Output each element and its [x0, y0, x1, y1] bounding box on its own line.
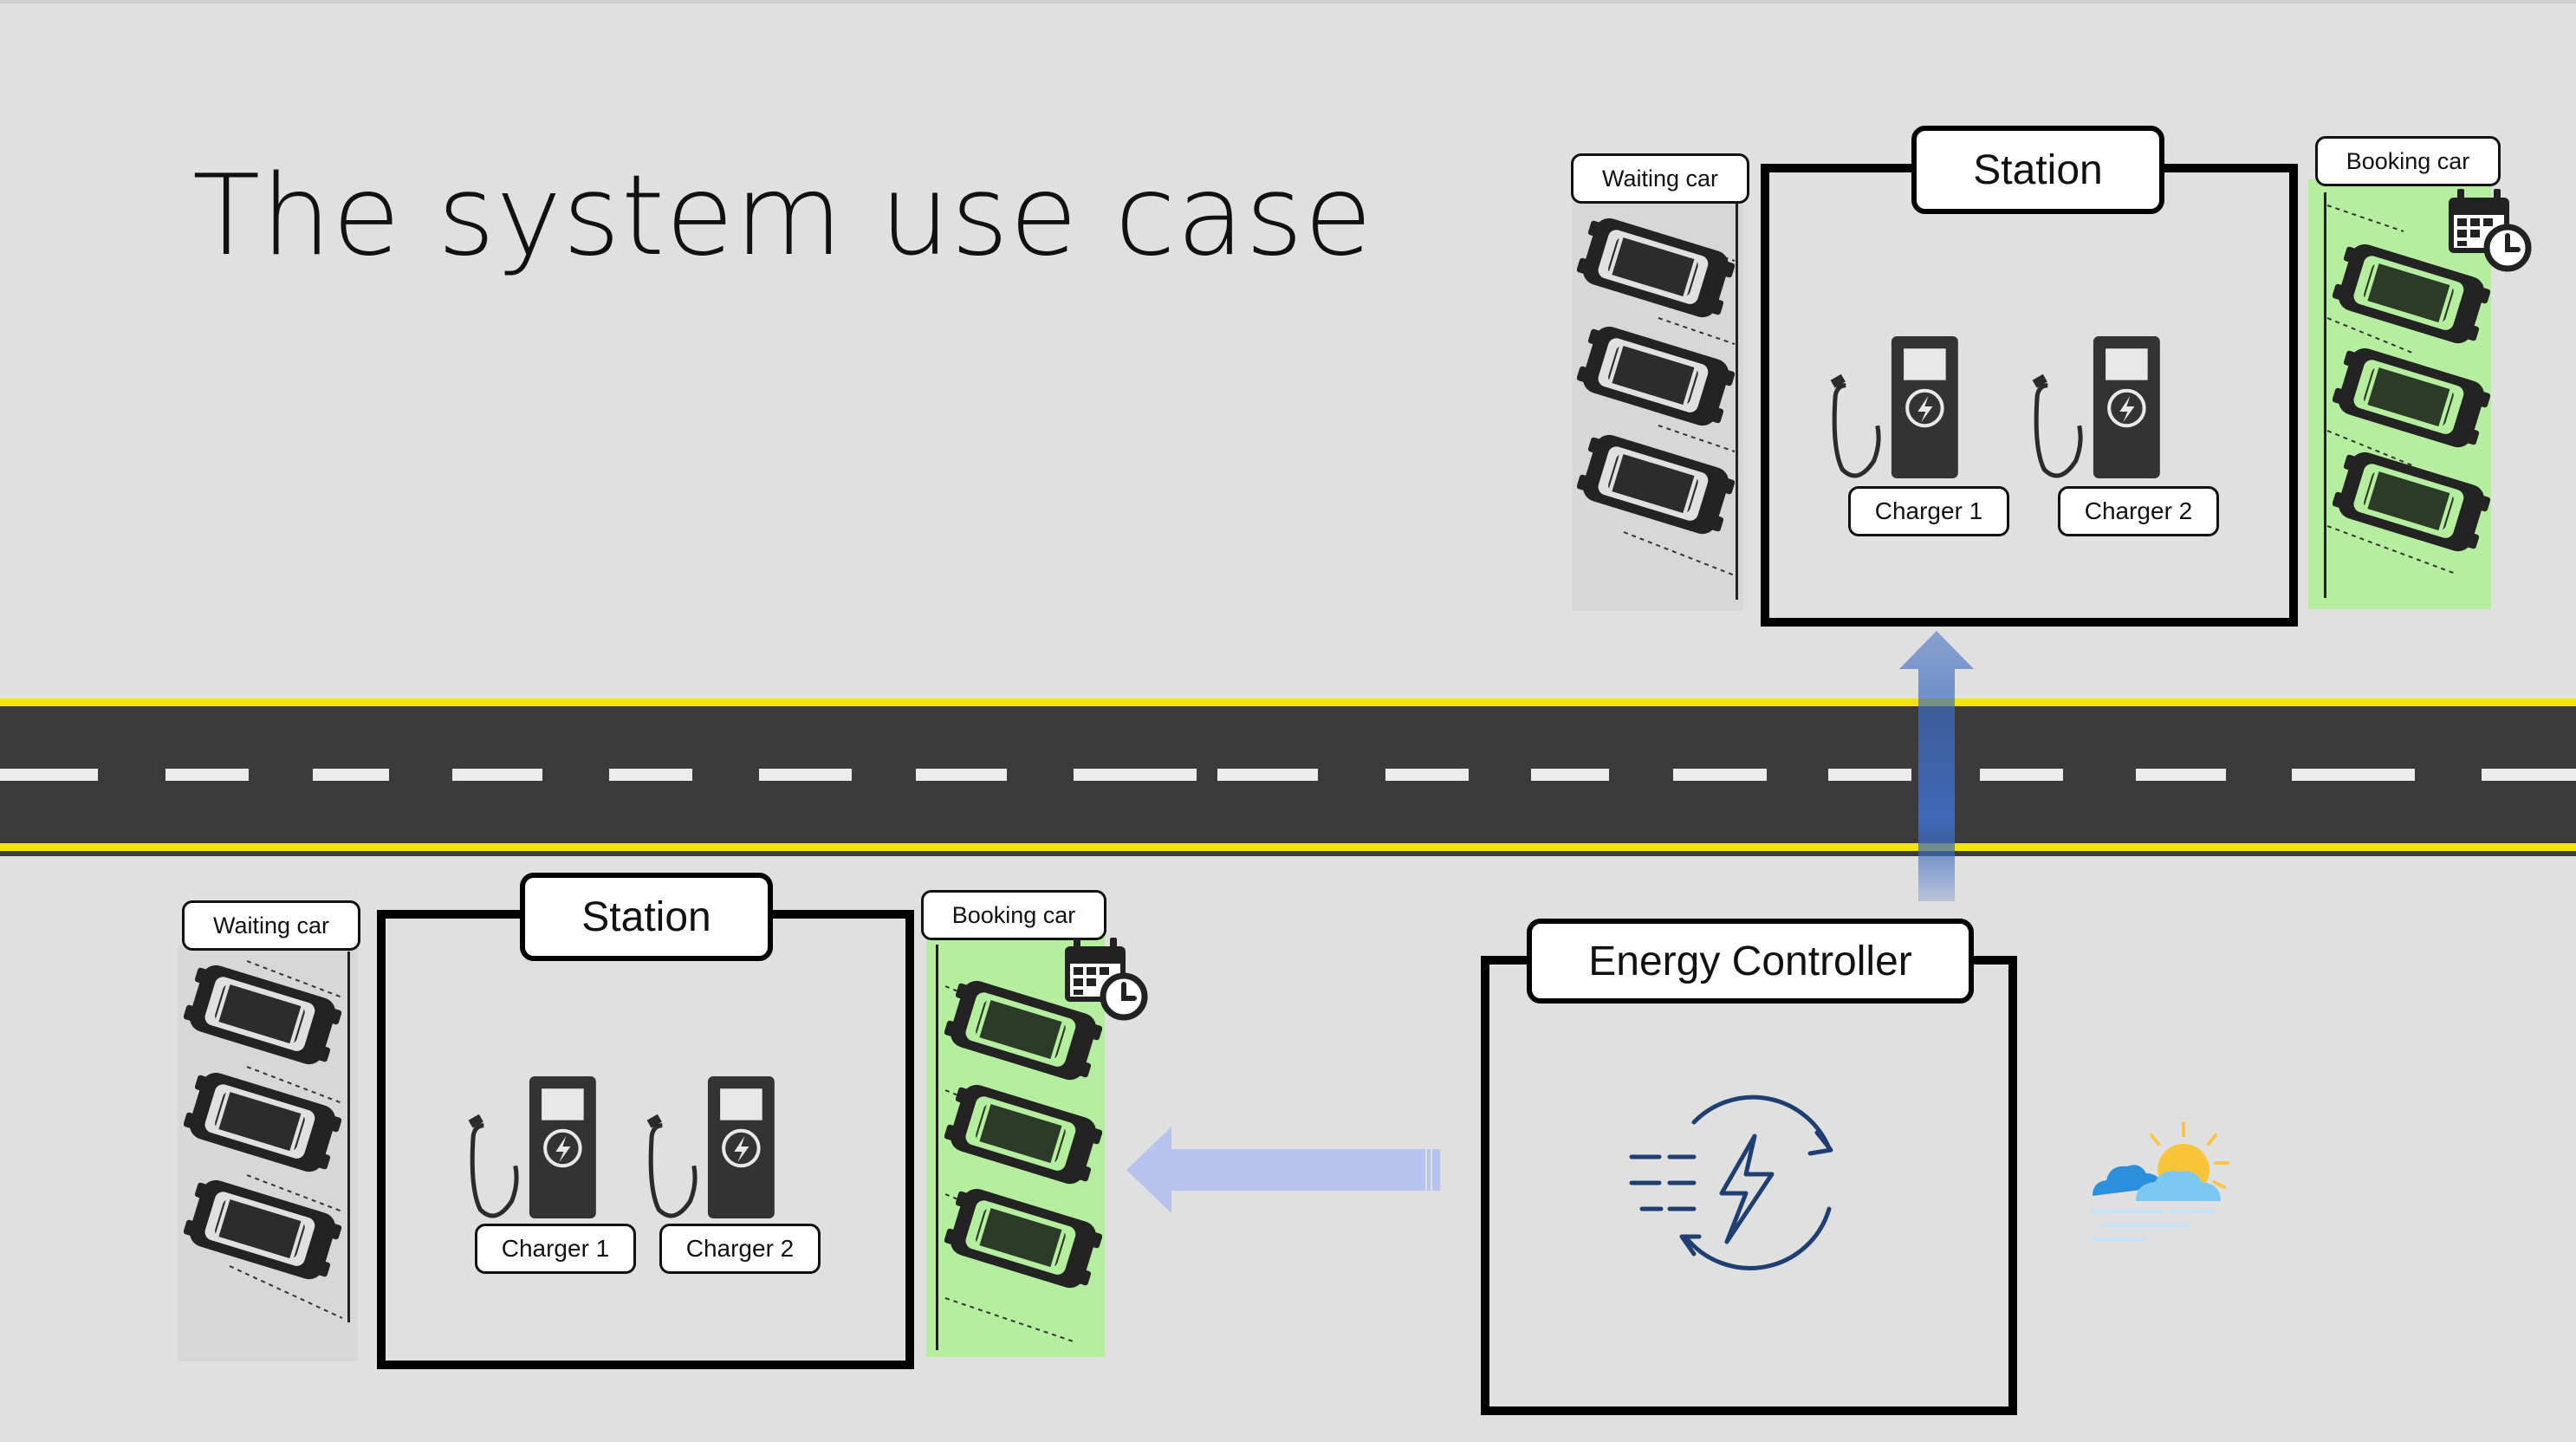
road-center-dashes [0, 769, 2576, 781]
top-calendar-clock-icon [2445, 185, 2532, 272]
bottom-booking-car-3 [944, 1187, 1102, 1289]
top-waiting-car-2 [1577, 325, 1735, 427]
bottom-station-title: Station [520, 873, 773, 961]
top-waiting-car-1 [1577, 217, 1735, 319]
bottom-waiting-parking-lines [229, 960, 343, 1319]
road-top-edge [0, 698, 2576, 706]
bottom-charger-1-icon [468, 1073, 600, 1222]
top-border [0, 0, 2576, 3]
energy-cycle-icon [1629, 1094, 1833, 1270]
bottom-waiting-car-2 [184, 1071, 341, 1173]
bottom-waiting-car-3 [184, 1179, 341, 1281]
arrow-up-to-top-station [1899, 631, 1974, 901]
bottom-booking-car-2 [944, 1083, 1102, 1185]
road-bottom-edge [0, 843, 2576, 851]
bottom-charger-1-label: Charger 1 [475, 1224, 636, 1274]
top-booking-car-3 [2333, 451, 2490, 553]
bottom-calendar-clock-icon [1061, 934, 1148, 1021]
top-station-title: Station [1911, 126, 2164, 214]
page-title: The system use case [192, 152, 1373, 281]
bottom-waiting-car-1 [184, 964, 341, 1066]
top-booking-car-2 [2333, 347, 2490, 449]
energy-controller-title: Energy Controller [1527, 919, 1974, 1004]
top-charger-1-icon [1830, 333, 1962, 482]
top-waiting-car-label: Waiting car [1571, 153, 1749, 204]
bottom-booking-divider [936, 945, 938, 1350]
top-waiting-divider [1736, 201, 1738, 600]
bottom-booking-car-label: Booking car [921, 890, 1106, 940]
top-booking-car-label: Booking car [2315, 136, 2501, 186]
top-charger-1-label: Charger 1 [1848, 486, 2009, 536]
top-booking-divider [2324, 192, 2326, 598]
bottom-charger-2-label: Charger 2 [659, 1224, 821, 1274]
top-waiting-car-3 [1577, 433, 1735, 536]
top-waiting-parking-lines [1623, 234, 1736, 576]
arrow-left-to-bottom-station [1126, 1127, 1440, 1213]
bottom-charger-2-icon [646, 1073, 778, 1222]
bottom-waiting-car-label: Waiting car [182, 900, 360, 951]
bottom-waiting-divider [347, 952, 350, 1322]
top-booking-parking-lines [2326, 205, 2456, 575]
top-charger-2-label: Charger 2 [2058, 486, 2219, 536]
top-charger-2-icon [2032, 333, 2164, 482]
sun-cloud-wind-icon [2089, 1121, 2229, 1241]
bottom-station-box [377, 910, 914, 1369]
